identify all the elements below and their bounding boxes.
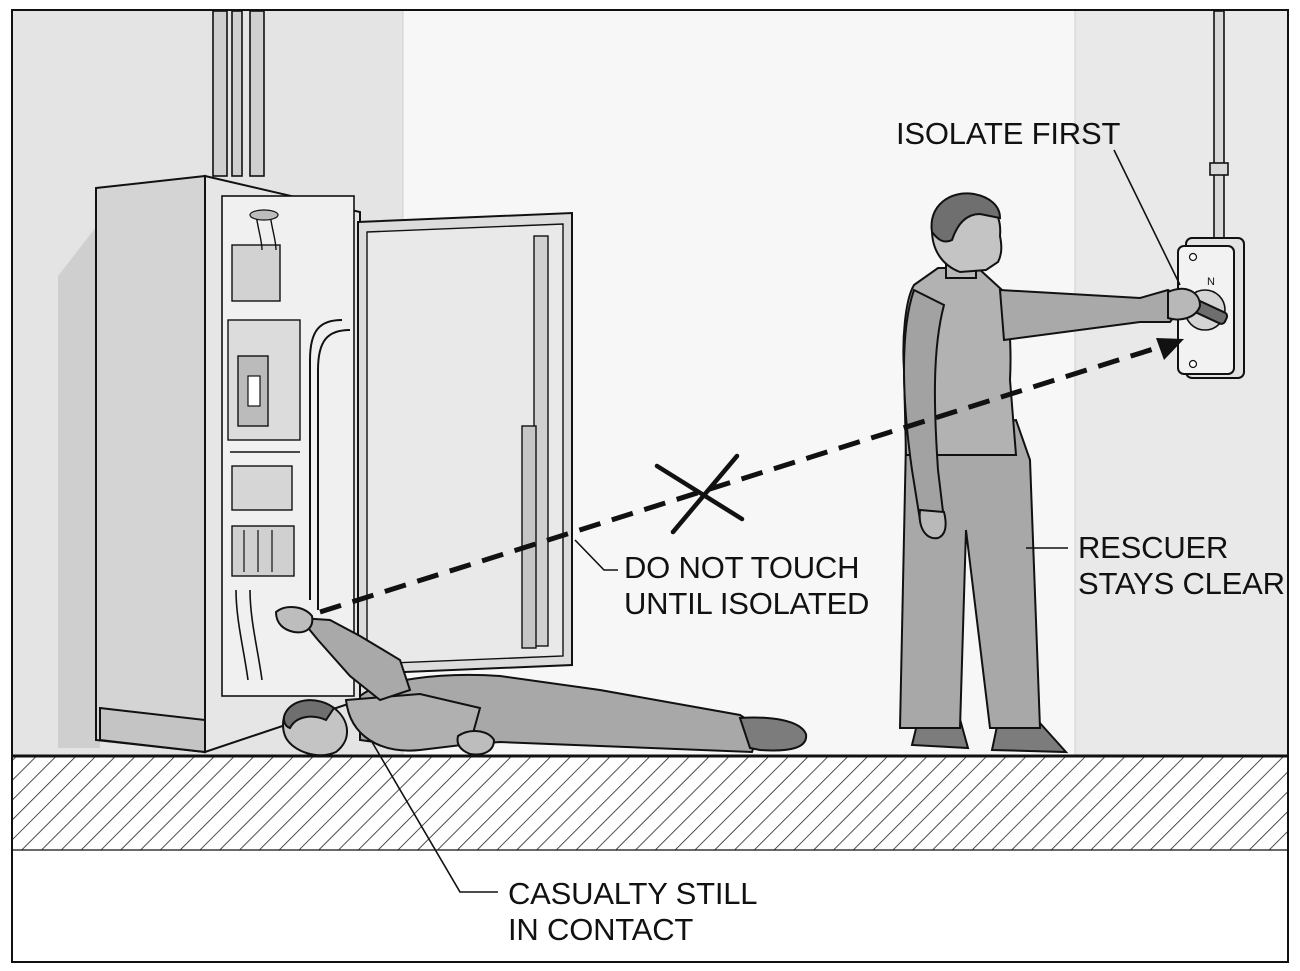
electrical-cabinet [95, 174, 361, 754]
isolator-mark: N [1207, 276, 1215, 288]
callout-casualty-in-contact: CASUALTY STILL IN CONTACT [508, 876, 758, 948]
leader-lines [371, 149, 1181, 893]
callout-rescuer-line-2: STAYS CLEAR [1078, 566, 1285, 601]
cross-mark [654, 453, 745, 535]
callout-isolate-first-text: ISOLATE FIRST [896, 116, 1121, 151]
dashed-arrow [319, 338, 1184, 615]
callout-rescuer-line-1: RESCUER [1078, 530, 1229, 565]
callout-do-not-touch-line-2: UNTIL ISOLATED [624, 586, 870, 621]
callout-casualty-line-2: IN CONTACT [508, 912, 694, 947]
casualty-figure [274, 606, 808, 757]
callout-do-not-touch: DO NOT TOUCH UNTIL ISOLATED [624, 550, 869, 622]
rescuer-figure [898, 192, 1202, 754]
callout-isolate-first: ISOLATE FIRST [896, 116, 1120, 152]
cabinet-door [357, 211, 573, 676]
callout-casualty-line-1: CASUALTY STILL [508, 876, 758, 911]
callout-do-not-touch-line-1: DO NOT TOUCH [624, 550, 860, 585]
callout-rescuer-stays-clear: RESCUER STAYS CLEAR [1078, 530, 1285, 602]
cabinet-shadow [58, 222, 100, 748]
floor-hatched [13, 754, 1287, 851]
conduit-pipes [212, 10, 265, 177]
